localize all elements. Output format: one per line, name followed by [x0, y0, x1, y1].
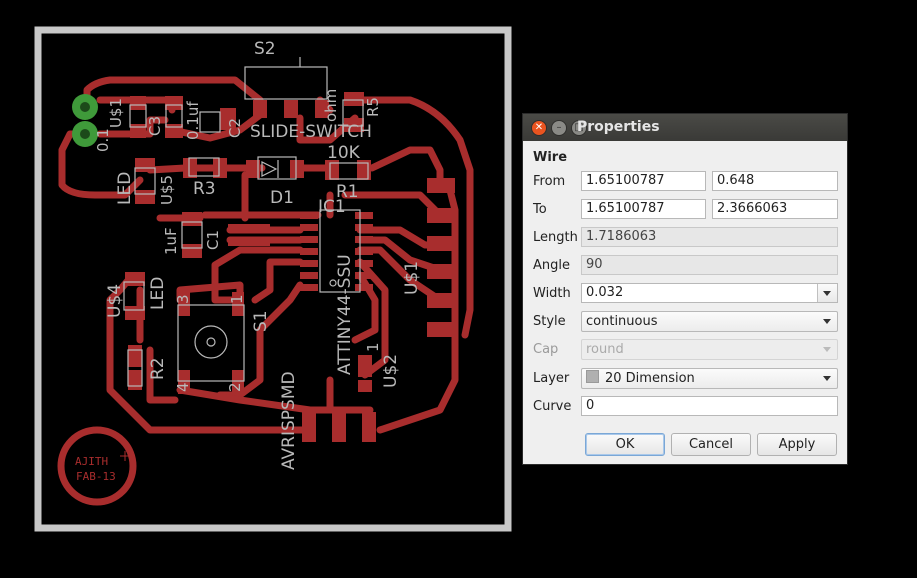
properties-dialog[interactable]: ✕ – □ Properties Wire From 1.65100787 0.…: [522, 113, 848, 465]
length-field: 1.7186063: [581, 227, 838, 247]
to-y-field[interactable]: 2.3666063: [712, 199, 838, 219]
label-c2-value: 0.1uf: [184, 101, 202, 140]
label-pin4: 4: [174, 382, 192, 392]
smd-pads[interactable]: [125, 92, 455, 442]
maximize-icon[interactable]: □: [571, 120, 587, 136]
label-r5-value: 10K: [327, 143, 361, 163]
to-label: To: [533, 202, 547, 217]
row-style: Style continuous: [533, 311, 839, 333]
cap-label: Cap: [533, 342, 559, 357]
label-r5: R5: [364, 97, 382, 117]
label-r2: R2: [148, 357, 168, 380]
layer-color-swatch: [586, 370, 599, 383]
label-u2: U$2: [381, 354, 401, 388]
label-attiny: ATTINY44-SSU: [335, 254, 355, 375]
board-outline[interactable]: [34, 26, 512, 532]
row-layer: Layer 20 Dimension: [533, 368, 839, 390]
label-u5: U$5: [158, 175, 176, 205]
label-s2: S2: [254, 39, 276, 59]
cancel-button[interactable]: Cancel: [671, 433, 751, 456]
angle-label: Angle: [533, 258, 570, 273]
label-s1: S1: [251, 310, 271, 332]
logo: AJITH FAB-13: [57, 426, 137, 506]
row-length: Length 1.7186063: [533, 227, 839, 249]
width-label: Width: [533, 286, 571, 301]
width-dropdown-button[interactable]: [817, 284, 837, 302]
minimize-icon[interactable]: –: [551, 120, 567, 136]
label-led-bottom: LED: [148, 277, 168, 310]
label-ic-pin1: 1: [364, 342, 382, 352]
row-to: To 1.65100787 2.3666063: [533, 199, 839, 221]
width-value: 0.032: [586, 285, 624, 300]
cap-select: round: [581, 339, 838, 360]
row-angle: Angle 90: [533, 255, 839, 277]
curve-field[interactable]: 0: [581, 396, 838, 416]
chevron-down-icon: [823, 347, 831, 352]
label-j1-b: 0.1: [94, 128, 112, 152]
row-curve: Curve 0: [533, 396, 839, 418]
angle-field: 90: [581, 255, 838, 275]
layer-select[interactable]: 20 Dimension: [581, 368, 838, 389]
label-slide-switch: SLIDE-SWITCH: [250, 122, 372, 142]
ok-button[interactable]: OK: [585, 433, 665, 456]
label-led-top: LED: [115, 172, 135, 205]
from-y-field[interactable]: 0.648: [712, 171, 838, 191]
logo-line1: AJITH: [75, 455, 108, 468]
chevron-down-icon: [823, 376, 831, 381]
label-r5-unit: ohm: [322, 89, 340, 122]
label-r1: R1: [336, 182, 359, 202]
label-c1-value: 1uF: [162, 227, 180, 255]
label-pin2: 2: [226, 382, 244, 392]
length-label: Length: [533, 230, 578, 245]
label-pin1: 1: [228, 294, 246, 304]
close-icon[interactable]: ✕: [531, 120, 547, 136]
row-width: Width 0.032: [533, 283, 839, 305]
chevron-down-icon: [823, 319, 831, 324]
label-c1: C1: [204, 230, 222, 250]
cap-value: round: [586, 342, 624, 357]
label-c3: C3: [146, 116, 164, 136]
style-value: continuous: [586, 314, 658, 329]
section-title: Wire: [533, 150, 568, 165]
label-ic1: IC1: [318, 197, 346, 217]
from-x-field[interactable]: 1.65100787: [581, 171, 706, 191]
label-u4: U$4: [105, 284, 125, 318]
style-select[interactable]: continuous: [581, 311, 838, 332]
silkscreen-labels: S2 SLIDE-SWITCH C2 0.1uf R5 ohm 10K C3 U…: [94, 39, 422, 470]
to-x-field[interactable]: 1.65100787: [581, 199, 706, 219]
from-label: From: [533, 174, 566, 189]
silkscreen-outlines: [123, 57, 369, 387]
row-from: From 1.65100787 0.648: [533, 171, 839, 193]
dialog-titlebar[interactable]: ✕ – □ Properties: [523, 114, 847, 141]
label-d1: D1: [270, 188, 294, 208]
chevron-down-icon: [823, 291, 831, 296]
row-cap: Cap round: [533, 339, 839, 361]
label-u1-right: U$1: [402, 261, 422, 295]
curve-label: Curve: [533, 399, 572, 414]
style-label: Style: [533, 314, 566, 329]
label-c2: C2: [226, 118, 244, 138]
label-avrisp: AVRISPSMD: [279, 371, 299, 470]
label-r3: R3: [193, 179, 216, 199]
layer-value: 20 Dimension: [605, 371, 695, 386]
via-pads[interactable]: [72, 94, 98, 147]
apply-button[interactable]: Apply: [757, 433, 837, 456]
label-j1-a: U$1: [107, 98, 125, 128]
width-combo[interactable]: 0.032: [581, 283, 838, 303]
layer-label: Layer: [533, 371, 570, 386]
label-pin3: 3: [174, 294, 192, 304]
logo-line2: FAB-13: [76, 470, 116, 483]
dialog-title: Properties: [577, 119, 660, 135]
